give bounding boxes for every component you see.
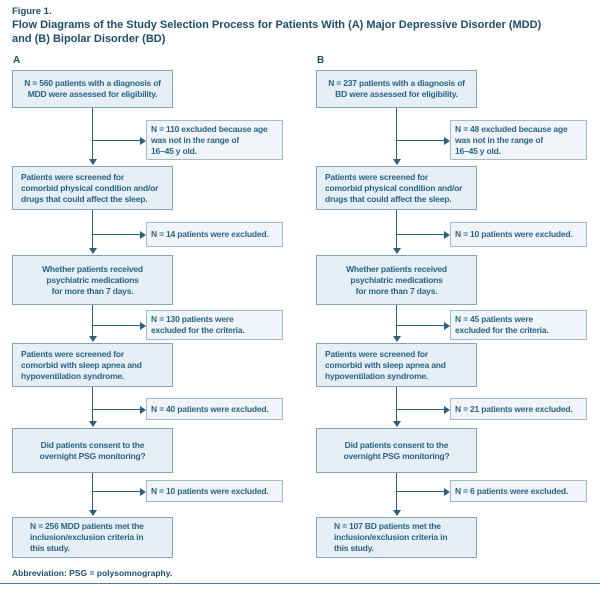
panel-b-label: B <box>317 55 325 66</box>
panel-a-label: A <box>13 55 21 66</box>
connector-line <box>396 409 444 410</box>
figure-label: Figure 1. <box>12 6 52 17</box>
connector-line <box>92 140 140 141</box>
panel-b-box-sleep-apnea: Patients were screened for comorbid with… <box>316 343 477 387</box>
connector-line <box>92 387 93 421</box>
abbreviation-footnote: Abbreviation: PSG = polysomnography. <box>12 568 173 578</box>
connector-line <box>92 305 93 336</box>
connector-line <box>396 325 444 326</box>
panel-b-box-psg-consent: Did patients consent to the overnight PS… <box>316 428 477 473</box>
connector-line <box>92 325 140 326</box>
connector-line <box>396 140 444 141</box>
connector-line <box>396 387 397 421</box>
arrow-down-icon <box>393 510 401 516</box>
arrow-down-icon <box>89 510 97 516</box>
arrow-down-icon <box>89 421 97 427</box>
panel-a-exclusion-age: N = 110 excluded because age was not in … <box>146 120 283 160</box>
connector-line <box>396 108 397 159</box>
figure-title: Flow Diagrams of the Study Selection Pro… <box>12 19 542 45</box>
panel-b-exclusion-consent: N = 6 patients were excluded. <box>450 480 587 502</box>
arrow-right-icon <box>444 488 450 496</box>
arrow-down-icon <box>89 159 97 165</box>
arrow-down-icon <box>393 336 401 342</box>
arrow-right-icon <box>140 231 146 239</box>
arrow-right-icon <box>444 406 450 414</box>
panel-a-exclusion-physical: N = 14 patients were excluded. <box>146 222 283 247</box>
arrow-down-icon <box>393 159 401 165</box>
panel-a-exclusion-consent: N = 10 patients were excluded. <box>146 480 283 502</box>
connector-line <box>92 210 93 248</box>
panel-b: B N = 237 patients with a diagnosis of B… <box>316 0 600 595</box>
panel-b-exclusion-apnea: N = 21 patients were excluded. <box>450 398 587 420</box>
arrow-right-icon <box>140 488 146 496</box>
panel-b-exclusion-criteria: N = 45 patients were excluded for the cr… <box>450 310 587 340</box>
connector-line <box>396 491 444 492</box>
panel-b-box-physical-screen: Patients were screened for comorbid phys… <box>316 166 477 210</box>
panel-a-box-psych-meds: Whether patients received psychiatric me… <box>12 255 173 305</box>
arrow-right-icon <box>444 231 450 239</box>
panel-a-box-eligibility: N = 560 patients with a diagnosis of MDD… <box>12 70 173 108</box>
connector-line <box>92 409 140 410</box>
connector-line <box>92 108 93 159</box>
panel-b-box-eligibility: N = 237 patients with a diagnosis of BD … <box>316 70 477 108</box>
panel-a: A N = 560 patients with a diagnosis of M… <box>12 0 302 595</box>
panel-a-exclusion-apnea: N = 40 patients were excluded. <box>146 398 283 420</box>
connector-line <box>92 234 140 235</box>
arrow-right-icon <box>140 406 146 414</box>
arrow-right-icon <box>140 322 146 330</box>
panel-b-box-final: N = 107 BD patients met the inclusion/ex… <box>316 517 477 558</box>
panel-a-box-final: N = 256 MDD patients met the inclusion/e… <box>12 517 173 558</box>
arrow-down-icon <box>393 248 401 254</box>
arrow-right-icon <box>444 322 450 330</box>
panel-b-exclusion-physical: N = 10 patients were excluded. <box>450 222 587 247</box>
connector-line <box>396 234 444 235</box>
connector-line <box>396 305 397 336</box>
panel-b-box-psych-meds: Whether patients received psychiatric me… <box>316 255 477 305</box>
panel-b-exclusion-age: N = 48 excluded because age was not in t… <box>450 120 587 160</box>
panel-a-box-sleep-apnea: Patients were screened for comorbid with… <box>12 343 173 387</box>
arrow-down-icon <box>89 336 97 342</box>
bottom-divider <box>0 583 600 584</box>
connector-line <box>396 210 397 248</box>
panel-a-exclusion-criteria: N = 130 patients were excluded for the c… <box>146 310 283 340</box>
arrow-down-icon <box>89 248 97 254</box>
panel-a-box-physical-screen: Patients were screened for comorbid phys… <box>12 166 173 210</box>
connector-line <box>92 491 140 492</box>
arrow-right-icon <box>140 137 146 145</box>
arrow-right-icon <box>444 137 450 145</box>
panel-a-box-psg-consent: Did patients consent to the overnight PS… <box>12 428 173 473</box>
arrow-down-icon <box>393 421 401 427</box>
